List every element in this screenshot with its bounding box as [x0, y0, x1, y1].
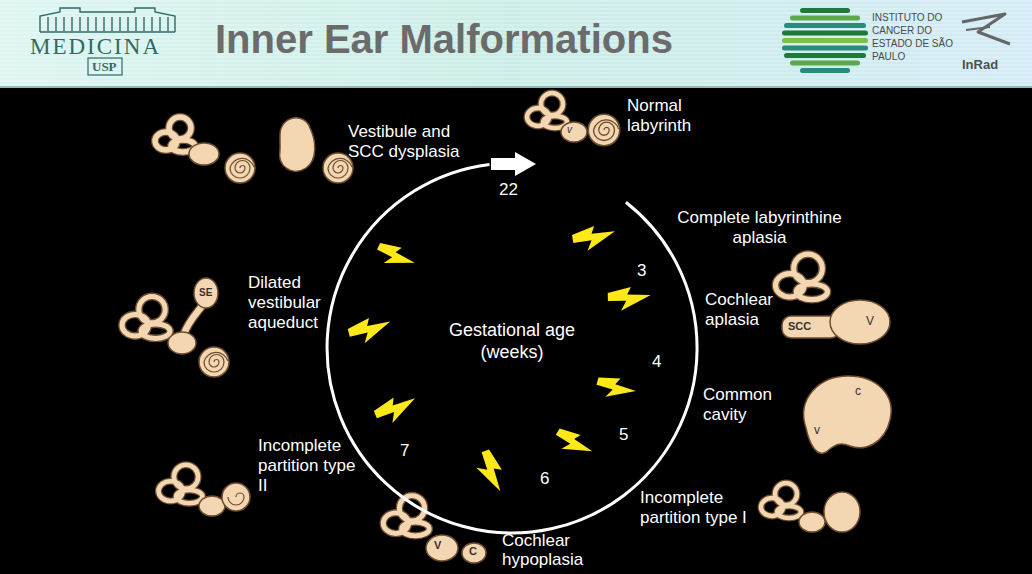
malformation-label: Incomplete partition type II	[258, 436, 363, 496]
week-number: 22	[499, 180, 518, 200]
logo-text: INSTITUTO DO CANCER DO ESTADO DE SÃO PAU…	[872, 11, 954, 63]
ip1-drawing	[761, 483, 860, 532]
timeline-arc	[327, 164, 697, 533]
structure-letter: v	[814, 423, 820, 437]
malformation-label: Normal labyrinth	[627, 96, 713, 136]
malformation-label: Cochlear hypoplasia	[502, 532, 594, 569]
lightning-bolts	[347, 226, 651, 495]
malformation-label: Common cavity	[703, 385, 787, 425]
inrad-logo	[962, 14, 1010, 44]
scc-dysplasia-drawing	[155, 117, 353, 183]
common-cavity-drawing	[804, 376, 891, 453]
dva-drawing	[122, 278, 229, 377]
logo-text: InRad	[962, 57, 998, 72]
malformation-label: Vestibule and SCC dysplasia	[348, 122, 480, 162]
structure-letter: SE	[199, 287, 212, 299]
malformation-label: Incomplete partition type I	[640, 488, 770, 528]
structure-letter: v	[567, 124, 572, 136]
normal-labyrinth-drawing	[527, 93, 620, 146]
malformation-label: Cochlear aplasia	[705, 290, 795, 330]
week-number: 4	[652, 352, 661, 372]
time-arrow	[491, 152, 536, 176]
ip2-drawing	[159, 465, 251, 516]
logo-text: USP	[92, 59, 117, 74]
slide-title: Inner Ear Malformations	[215, 17, 673, 62]
axis-caption: Gestational age (weeks)	[422, 320, 602, 363]
malformation-label: Complete labyrinthine aplasia	[662, 208, 857, 248]
week-number: 5	[619, 425, 628, 445]
structure-letter: c	[855, 384, 861, 398]
structure-letter: C	[469, 545, 477, 558]
logo-text: MEDICINA	[30, 33, 161, 60]
week-number: 3	[637, 261, 646, 281]
malformation-label: Dilated vestibular aqueduct	[248, 273, 340, 333]
icesp-logo	[782, 8, 868, 73]
week-number: 7	[400, 441, 409, 461]
structure-letter: V	[866, 314, 874, 328]
cochlear-aplasia-drawing	[776, 254, 891, 344]
structure-letter: SCC	[788, 320, 811, 333]
week-number: 6	[540, 469, 549, 489]
structure-letter: V	[434, 539, 441, 552]
